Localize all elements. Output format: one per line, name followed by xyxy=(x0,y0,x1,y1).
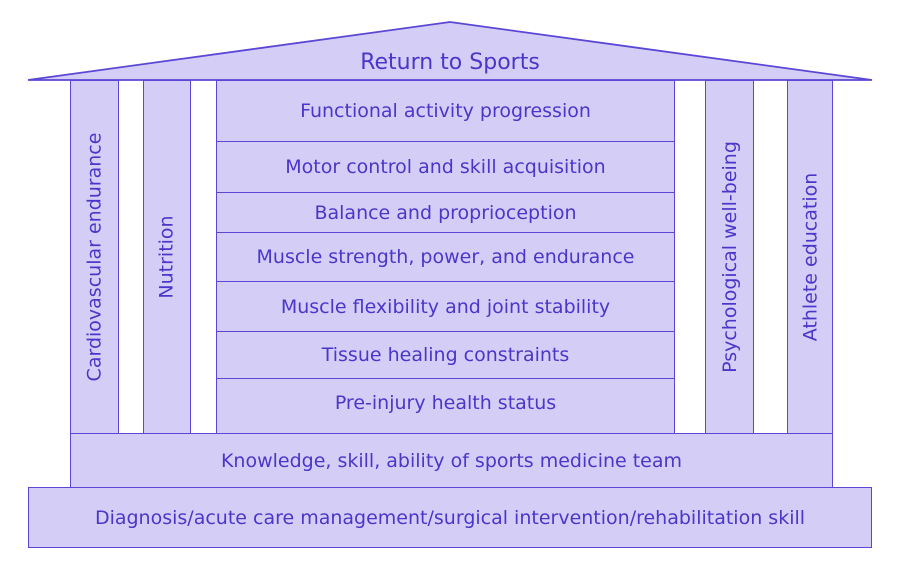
stack-row-pre-injury-health: Pre-injury health status xyxy=(334,391,557,414)
foundation-upper-label: Knowledge, skill, ability of sports medi… xyxy=(220,449,683,472)
stack-row-muscle-flexibility: Muscle flexibility and joint stability xyxy=(217,282,674,332)
pillar-psychological-well-being: Psychological well-being xyxy=(705,80,754,434)
stack-row-tissue-healing: Tissue healing constraints xyxy=(217,332,674,379)
center-stack: Functional activity progression Motor co… xyxy=(216,80,675,434)
stack-row-motor-control: Motor control and skill acquisition xyxy=(217,142,674,193)
pillar-cardiovascular-endurance: Cardiovascular endurance xyxy=(70,80,119,434)
pillar-label: Psychological well-being xyxy=(718,141,741,373)
stack-row-muscle-strength: Muscle strength, power, and endurance xyxy=(217,233,674,282)
foundation-lower-label: Diagnosis/acute care management/surgical… xyxy=(94,506,806,529)
pillar-label: Cardiovascular endurance xyxy=(83,132,106,382)
roof xyxy=(27,21,873,81)
foundation-lower: Diagnosis/acute care management/surgical… xyxy=(28,487,872,548)
stack-row-balance-proprioception: Balance and proprioception xyxy=(217,193,674,233)
pillar-nutrition: Nutrition xyxy=(143,80,191,434)
foundation-upper: Knowledge, skill, ability of sports medi… xyxy=(70,433,833,488)
pillar-athlete-education: Athlete education xyxy=(787,80,833,434)
pillar-label: Athlete education xyxy=(799,172,821,342)
stack-row-functional-activity-progression: Functional activity progression xyxy=(217,81,674,142)
pillar-label: Nutrition xyxy=(156,215,179,299)
roof-label: Return to Sports xyxy=(360,50,540,75)
